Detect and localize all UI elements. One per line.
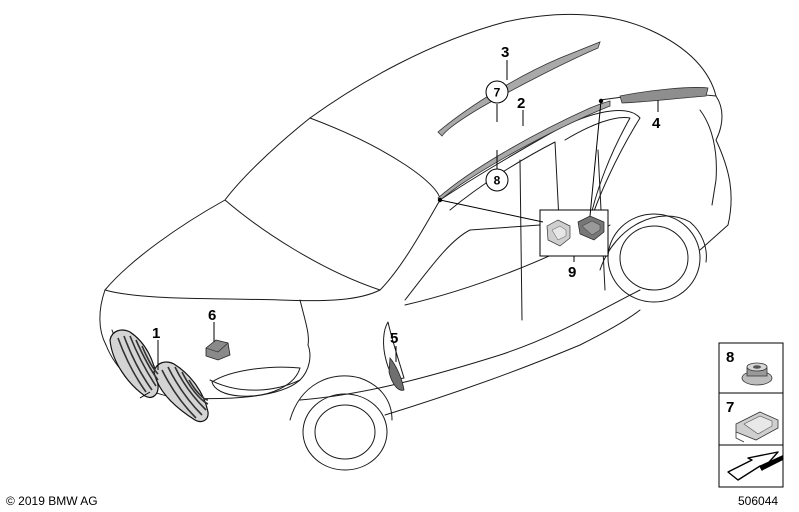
sensor-part bbox=[205, 339, 231, 361]
clip-detail-box bbox=[539, 209, 609, 257]
circled-ref-7: 7 bbox=[494, 86, 501, 100]
legend-label-7: 7 bbox=[726, 399, 734, 416]
parts bbox=[109, 41, 709, 423]
side-gill-trim bbox=[388, 357, 405, 391]
copyright-text: © 2019 BMW AG bbox=[6, 494, 98, 508]
bracket-icon bbox=[735, 411, 779, 443]
leader-lines bbox=[139, 60, 659, 399]
callout-5: 5 bbox=[390, 330, 398, 347]
callout-3: 3 bbox=[501, 44, 509, 61]
roof-moulding-left bbox=[437, 41, 601, 137]
arrow-icon bbox=[727, 451, 783, 481]
callout-2: 2 bbox=[517, 95, 525, 112]
rear-spoiler-trim bbox=[619, 87, 709, 104]
callout-4: 4 bbox=[652, 115, 661, 132]
callout-1: 1 bbox=[152, 325, 160, 342]
nut-icon bbox=[741, 362, 773, 386]
legend-label-8: 8 bbox=[726, 349, 734, 366]
callout-6: 6 bbox=[208, 307, 216, 324]
callout-9: 9 bbox=[568, 264, 576, 281]
callout-labels: 1 2 3 4 5 6 9 bbox=[152, 44, 661, 347]
circled-refs: 7 8 bbox=[485, 80, 509, 192]
kidney-grille bbox=[109, 329, 209, 423]
clip-part-a bbox=[546, 219, 571, 247]
roof-moulding-right bbox=[437, 100, 611, 201]
drawing-number: 506044 bbox=[738, 494, 778, 508]
legend-panel: 8 7 bbox=[718, 342, 784, 488]
circled-ref-8: 8 bbox=[494, 174, 501, 188]
